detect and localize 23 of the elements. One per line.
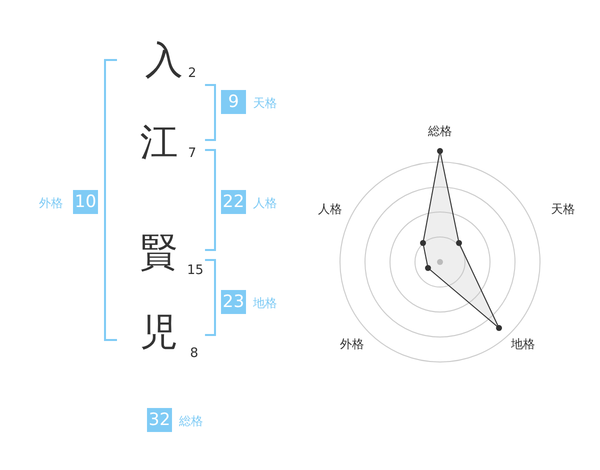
score-label: 総格 [179, 413, 203, 430]
kanji-character: 入 [145, 40, 183, 80]
axis-label: 人格 [318, 201, 342, 218]
axis-label: 天格 [551, 201, 575, 218]
kanji-character: 児 [140, 312, 178, 352]
score-box: 23 [221, 290, 246, 314]
kanji-character: 賢 [140, 232, 178, 272]
axis-label: 外格 [340, 336, 364, 353]
stroke-count: 2 [188, 66, 196, 81]
score-box: 10 [73, 190, 98, 214]
score-label: 地格 [253, 295, 277, 312]
axis-label: 地格 [511, 336, 535, 353]
score-box: 32 [147, 408, 172, 432]
stroke-count: 8 [190, 346, 198, 361]
score-box: 9 [221, 90, 246, 114]
score-label: 天格 [253, 95, 277, 112]
score-label: 人格 [253, 195, 277, 212]
kanji-character: 江 [140, 122, 178, 162]
axis-label: 総格 [428, 123, 452, 140]
stroke-count: 7 [188, 146, 196, 161]
score-label: 外格 [39, 195, 63, 212]
score-box: 22 [221, 190, 246, 214]
stroke-count: 15 [187, 263, 204, 278]
